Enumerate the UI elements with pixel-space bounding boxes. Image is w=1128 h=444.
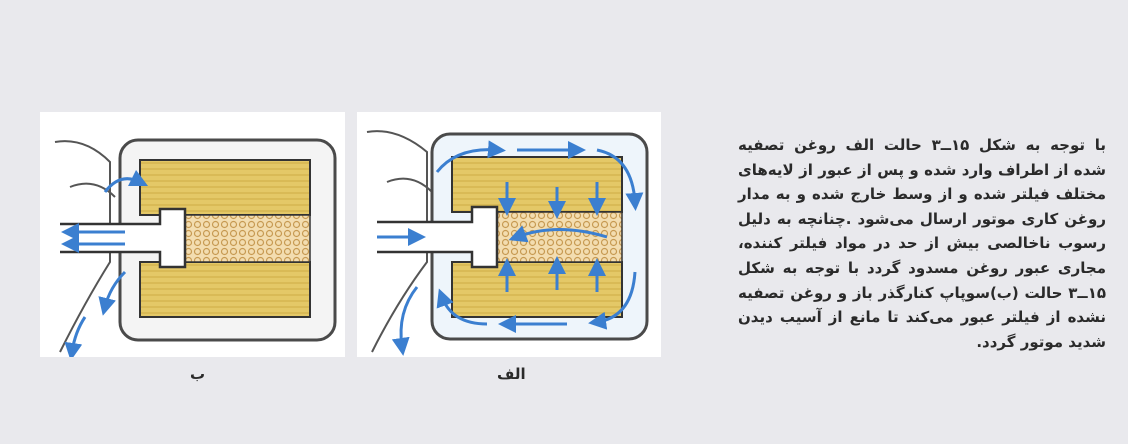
figure-caption-be: ب bbox=[190, 365, 206, 383]
oil-filter-normal-flow-illustration bbox=[366, 130, 649, 356]
figure-be-image bbox=[40, 112, 345, 357]
oil-filter-bypass-flow-illustration bbox=[54, 138, 337, 357]
figure-caption-alef: الف bbox=[497, 365, 526, 383]
figure-alef-image bbox=[357, 112, 661, 357]
body-paragraph: با توجه به شکل ۱۵ــ۳ حالت الف روغن تصفیه… bbox=[738, 136, 1106, 351]
